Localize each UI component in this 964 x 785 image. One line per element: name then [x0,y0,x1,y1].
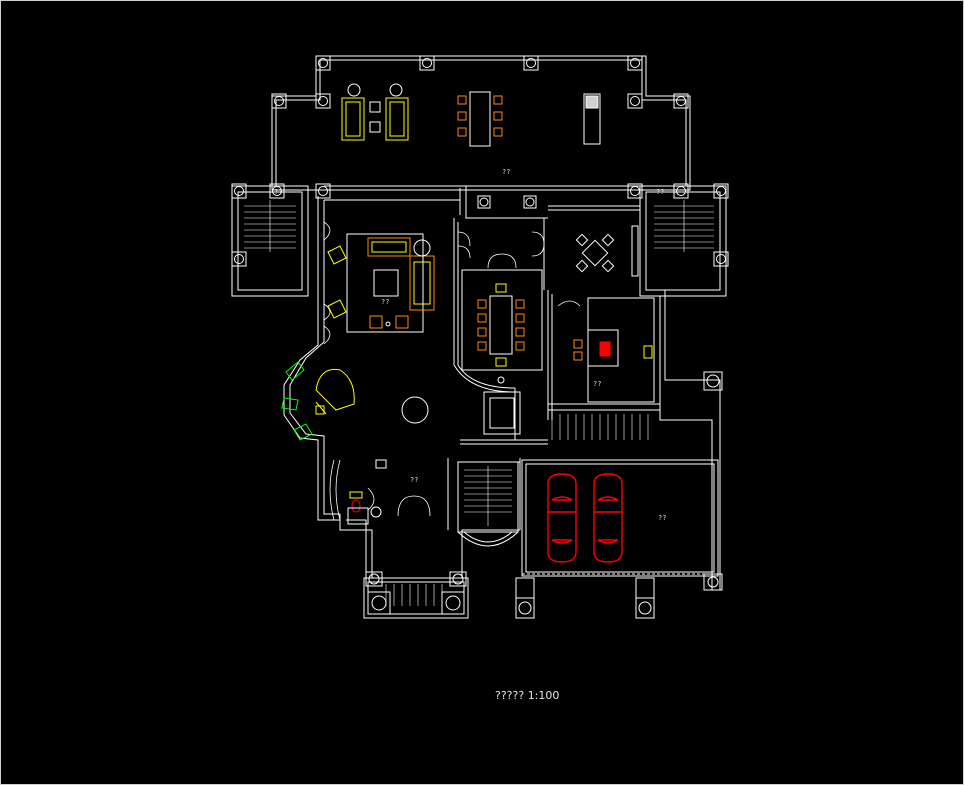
living-room-furniture [327,233,435,333]
terrace-dining-set [457,91,601,147]
door-swings [323,221,581,521]
dining-room-furniture [477,283,525,384]
kitchen-island [573,329,653,367]
terrace-sofa-set [341,83,409,141]
room-label-living: ?? [381,298,389,306]
garage-cars [547,473,623,563]
room-label-terrace: ?? [502,168,510,176]
room-label-garage: ?? [658,514,666,522]
room-label-kitchen: ?? [593,380,601,388]
powder-room-fixtures [347,459,387,525]
room-label-stair-right: ?? [656,188,664,196]
stair-treads [244,200,714,606]
exterior-walls [231,55,727,619]
breakfast-table [575,225,639,277]
room-label-foyer: ?? [410,476,418,484]
room-label-stair-left: ?? [274,188,282,196]
piano-area [281,361,429,441]
drawing-caption: ????? 1:100 [495,689,559,702]
room-labels: ?? ?? ?? ?? ?? ?? ?? [274,168,666,522]
structural-columns [231,55,729,619]
